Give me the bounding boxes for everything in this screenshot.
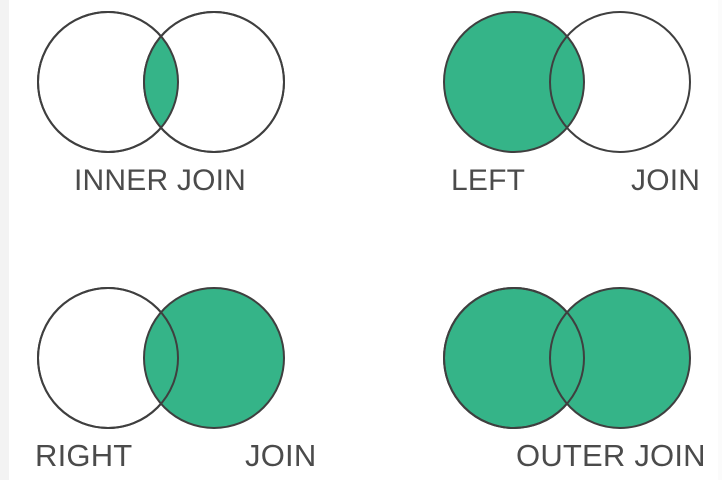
left-join-label-join: JOIN xyxy=(631,164,701,197)
outer-join-left-circle-outline xyxy=(443,287,585,429)
outer-join-svg xyxy=(443,287,691,429)
venn-inner-join[interactable] xyxy=(30,4,290,162)
right-join-label-right: RIGHT xyxy=(35,438,133,473)
venn-left-join[interactable] xyxy=(436,4,696,162)
inner-right-circle-outline xyxy=(143,11,285,153)
inner-left-circle-outline xyxy=(37,11,179,153)
right-join-left-circle-outline xyxy=(37,287,179,429)
right-edge-strip xyxy=(718,0,722,480)
right-join-svg xyxy=(37,287,285,429)
outer-join-right-circle xyxy=(549,287,691,429)
venn-outer-join[interactable] xyxy=(436,280,696,438)
outer-join-label: OUTER JOIN xyxy=(516,438,706,473)
venn-right-join[interactable] xyxy=(30,280,290,438)
inner-join-label: INNER JOIN xyxy=(74,164,247,197)
right-join-right-circle xyxy=(143,287,285,429)
left-join-right-circle xyxy=(549,11,691,153)
left-join-label-left: LEFT xyxy=(451,164,526,197)
left-join-left-circle xyxy=(443,11,585,153)
left-edge-strip xyxy=(0,0,9,480)
inner-join-svg xyxy=(37,11,285,153)
right-join-label-join: JOIN xyxy=(245,438,317,473)
left-join-svg xyxy=(443,11,691,153)
